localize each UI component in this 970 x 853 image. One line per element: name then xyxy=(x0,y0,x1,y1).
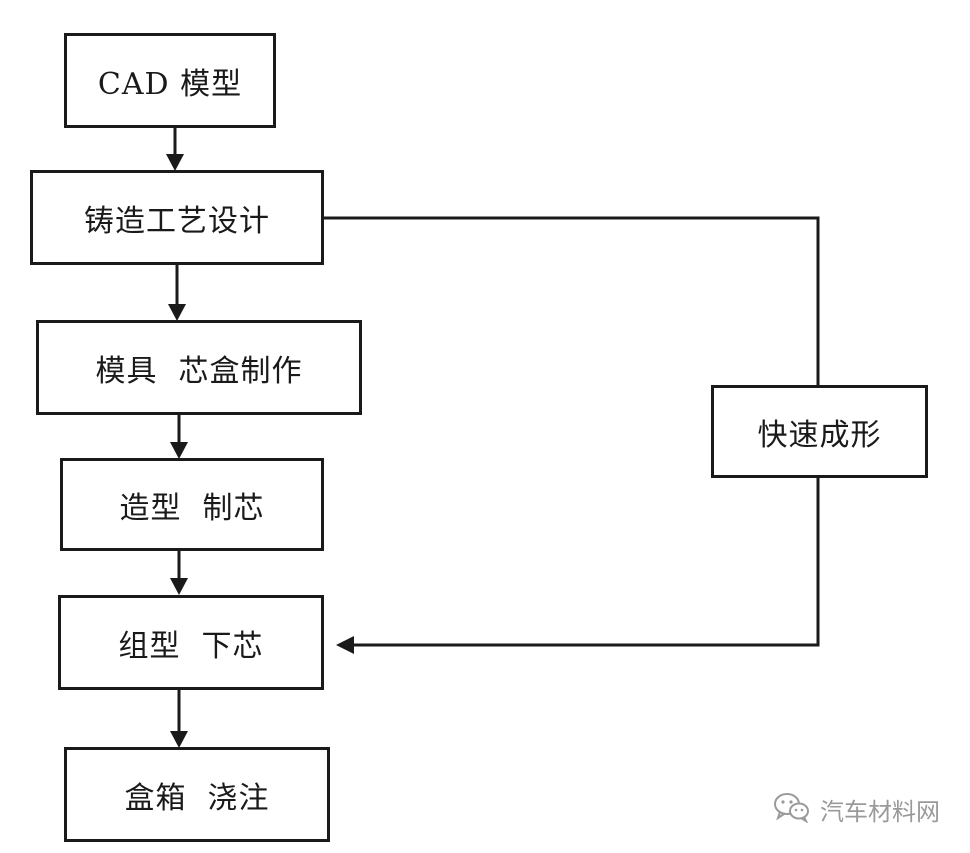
watermark-text: 汽车材料网 xyxy=(820,797,940,826)
wechat-icon xyxy=(772,791,812,827)
node-casting-process-design: 铸造工艺设计 xyxy=(30,170,324,265)
node-cad-model-label: CAD 模型 xyxy=(97,66,243,102)
node-rapid-prototyping-label: 快速成形 xyxy=(757,417,882,453)
watermark: 汽车材料网 xyxy=(772,791,940,827)
arrow-assembly-to-pouring xyxy=(170,690,188,748)
arrow-molding-to-assembly xyxy=(170,551,188,595)
arrow-cad-to-design xyxy=(166,128,184,171)
node-casting-process-design-label: 铸造工艺设计 xyxy=(84,203,270,239)
node-cad-model: CAD 模型 xyxy=(64,33,276,128)
arrow-design-to-mold xyxy=(168,265,186,321)
arrow-rapid-to-assembly xyxy=(336,478,820,654)
node-molding-coremaking-label: 造型 制芯 xyxy=(119,490,265,526)
node-rapid-prototyping: 快速成形 xyxy=(711,385,928,478)
node-mold-corebox-making: 模具 芯盒制作 xyxy=(36,320,362,415)
connector-design-to-rapid xyxy=(324,216,820,385)
node-mold-corebox-making-label: 模具 芯盒制作 xyxy=(95,353,303,389)
node-assembly-coresetting: 组型 下芯 xyxy=(58,595,324,690)
arrow-mold-to-molding xyxy=(170,415,188,459)
node-boxing-pouring-label: 盒箱 浇注 xyxy=(124,780,270,816)
node-molding-coremaking: 造型 制芯 xyxy=(60,458,324,551)
node-boxing-pouring: 盒箱 浇注 xyxy=(64,747,330,842)
node-assembly-coresetting-label: 组型 下芯 xyxy=(118,628,264,664)
